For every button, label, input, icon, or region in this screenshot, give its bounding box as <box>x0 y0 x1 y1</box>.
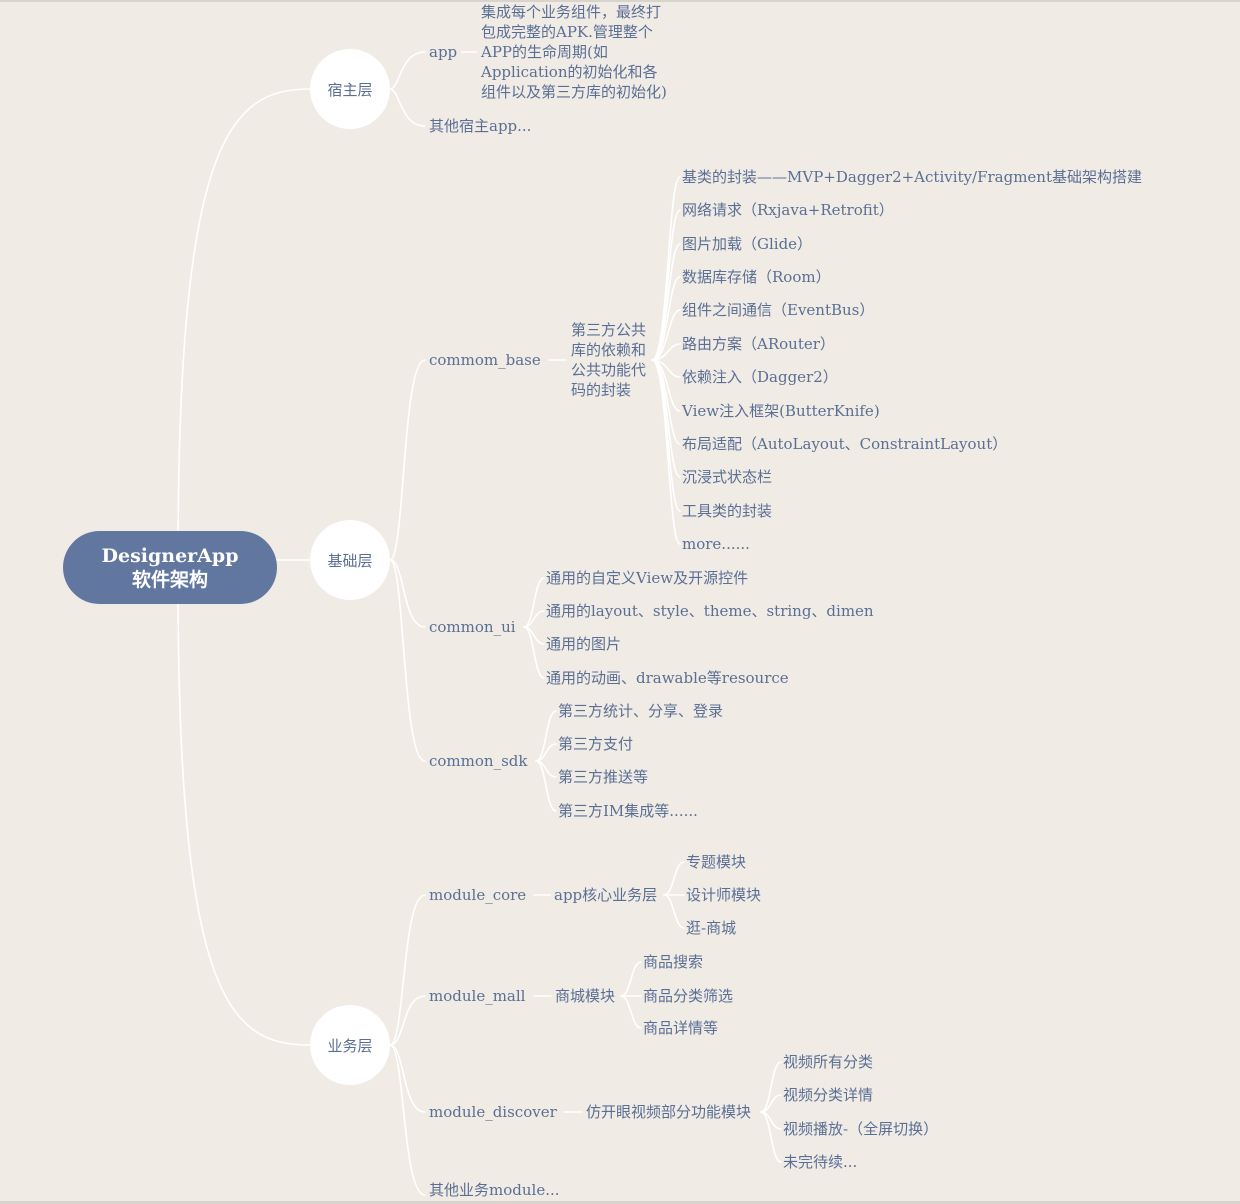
module-core-description[interactable]: app核心业务层 <box>554 886 658 904</box>
module-mall-description[interactable]: 商城模块 <box>555 987 616 1005</box>
module-core[interactable]: module_core <box>429 886 527 904</box>
sdk-item[interactable]: 第三方IM集成等...... <box>558 802 698 820</box>
ui-item[interactable]: 通用的图片 <box>546 635 622 653</box>
core-item[interactable]: 设计师模块 <box>686 886 762 904</box>
base-item[interactable]: 路由方案（ARouter） <box>682 335 835 353</box>
core-item[interactable]: 专题模块 <box>686 853 747 871</box>
module-commom-base-description[interactable]: 第三方公共 库的依赖和 公共功能代 码的封装 <box>571 321 647 399</box>
module-other-business[interactable]: 其他业务module... <box>429 1181 560 1199</box>
layer-node-base[interactable]: 基础层 <box>310 520 390 600</box>
mall-item[interactable]: 商品详情等 <box>643 1019 719 1037</box>
base-item[interactable]: 组件之间通信（EventBus） <box>682 301 875 319</box>
top-border <box>0 0 1240 2</box>
base-item[interactable]: 网络请求（Rxjava+Retrofit） <box>682 201 894 219</box>
module-mall[interactable]: module_mall <box>429 987 526 1005</box>
ui-item[interactable]: 通用的自定义View及开源控件 <box>546 569 749 587</box>
discover-item[interactable]: 未完待续... <box>783 1153 858 1171</box>
discover-item[interactable]: 视频所有分类 <box>783 1053 874 1071</box>
layer-label-business: 业务层 <box>327 1036 373 1055</box>
sdk-item[interactable]: 第三方支付 <box>558 735 634 753</box>
sdk-item[interactable]: 第三方推送等 <box>558 768 649 786</box>
base-item[interactable]: 沉浸式状态栏 <box>682 468 773 486</box>
module-commom-base[interactable]: commom_base <box>429 351 541 369</box>
base-item[interactable]: 基类的封装——MVP+Dagger2+Activity/Fragment基础架构… <box>682 168 1142 186</box>
base-item[interactable]: 布局适配（AutoLayout、ConstraintLayout） <box>682 435 1008 453</box>
base-item[interactable]: more...... <box>682 535 750 553</box>
base-item[interactable]: View注入框架(ButterKnife) <box>682 402 880 420</box>
layer-label-host: 宿主层 <box>327 80 373 99</box>
mall-item[interactable]: 商品搜索 <box>643 953 704 971</box>
layer-label-base: 基础层 <box>327 551 373 570</box>
base-item[interactable]: 依赖注入（Dagger2） <box>682 368 838 386</box>
module-discover[interactable]: module_discover <box>429 1103 557 1121</box>
base-item[interactable]: 工具类的封装 <box>682 502 773 520</box>
mall-item[interactable]: 商品分类筛选 <box>643 987 734 1005</box>
discover-item[interactable]: 视频播放-（全屏切换） <box>783 1120 939 1138</box>
layer-node-business[interactable]: 业务层 <box>310 1005 390 1085</box>
module-other-host-app[interactable]: 其他宿主app... <box>429 117 532 135</box>
module-app[interactable]: app <box>429 43 458 61</box>
bottom-border <box>0 1201 1240 1204</box>
ui-item[interactable]: 通用的动画、drawable等resource <box>546 669 789 687</box>
module-common-ui[interactable]: common_ui <box>429 618 516 636</box>
sdk-item[interactable]: 第三方统计、分享、登录 <box>558 702 724 720</box>
module-app-description[interactable]: 集成每个业务组件，最终打 包成完整的APK.管理整个 APP的生命周期(如 Ap… <box>481 3 667 101</box>
ui-item[interactable]: 通用的layout、style、theme、string、dimen <box>546 602 874 620</box>
layer-node-host[interactable]: 宿主层 <box>310 49 390 129</box>
root-title: DesignerApp软件架构 <box>101 544 239 591</box>
module-common-sdk[interactable]: common_sdk <box>429 752 528 770</box>
root-node[interactable]: DesignerApp软件架构 <box>63 531 277 604</box>
module-discover-description[interactable]: 仿开眼视频部分功能模块 <box>586 1103 752 1121</box>
base-item[interactable]: 数据库存储（Room） <box>682 268 831 286</box>
base-item[interactable]: 图片加载（Glide） <box>682 235 813 253</box>
core-item[interactable]: 逛-商城 <box>686 919 737 937</box>
discover-item[interactable]: 视频分类详情 <box>783 1086 874 1104</box>
